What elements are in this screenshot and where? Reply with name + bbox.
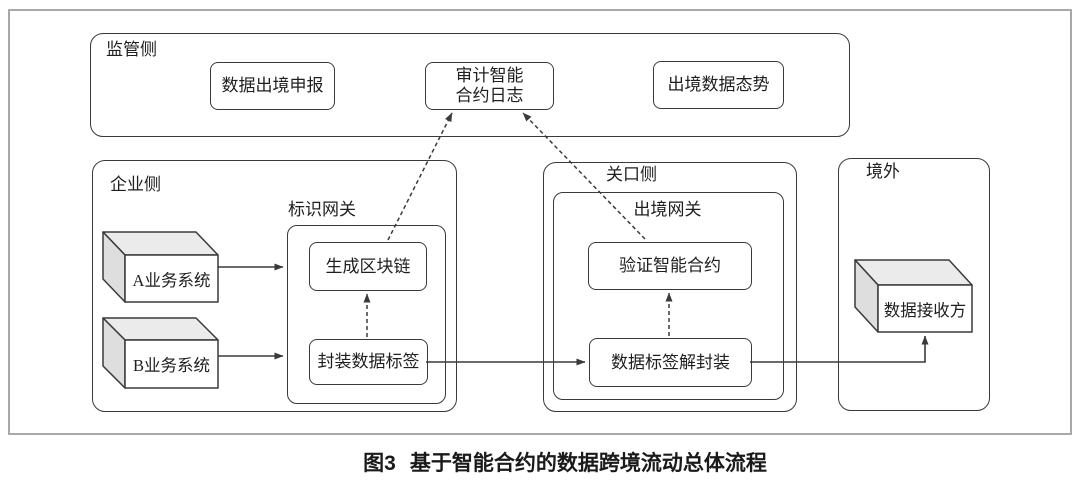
node-generate-blockchain: 生成区块链 [309,242,427,291]
node-data-exit-declaration-label: 数据出境申报 [221,76,324,95]
node-exit-data-situation-label: 出境数据态势 [667,75,770,94]
node-encapsulate-data-label: 封装数据标签 [309,339,428,385]
figure-caption-title: 基于智能合约的数据跨境流动总体流程 [409,452,767,475]
region-checkpoint-label: 关口侧 [606,165,657,184]
node-decapsulate-data-label-text: 数据标签解封装 [611,352,730,372]
node-decapsulate-data-label: 数据标签解封装 [589,338,752,387]
node-verify-smart-contract: 验证智能合约 [588,242,752,290]
identification-gateway-label: 标识网关 [288,200,356,219]
exit-gateway-label: 出境网关 [633,200,702,219]
node-audit-contract-log: 审计智能 合约日志 [425,62,554,110]
system-b-label: B业务系统 [132,356,210,375]
node-verify-smart-contract-label: 验证智能合约 [619,256,721,275]
region-regulator-label: 监管侧 [106,40,157,59]
region-enterprise-label: 企业侧 [110,175,161,194]
node-generate-blockchain-label: 生成区块链 [325,256,411,276]
node-audit-contract-log-line1: 审计智能 [455,66,524,85]
node-audit-contract-log-line2: 合约日志 [455,86,524,105]
figure-caption-number: 图3 [363,452,396,475]
node-encapsulate-data-label-text: 封装数据标签 [317,352,420,371]
data-receiver-label: 数据接收方 [883,300,967,320]
node-exit-data-situation: 出境数据态势 [653,61,784,109]
region-overseas-label: 境外 [866,162,900,181]
system-a-label: A业务系统 [132,270,211,290]
node-data-exit-declaration: 数据出境申报 [210,62,335,110]
figure-caption: 图3 基于智能合约的数据跨境流动总体流程 [0,447,1080,477]
